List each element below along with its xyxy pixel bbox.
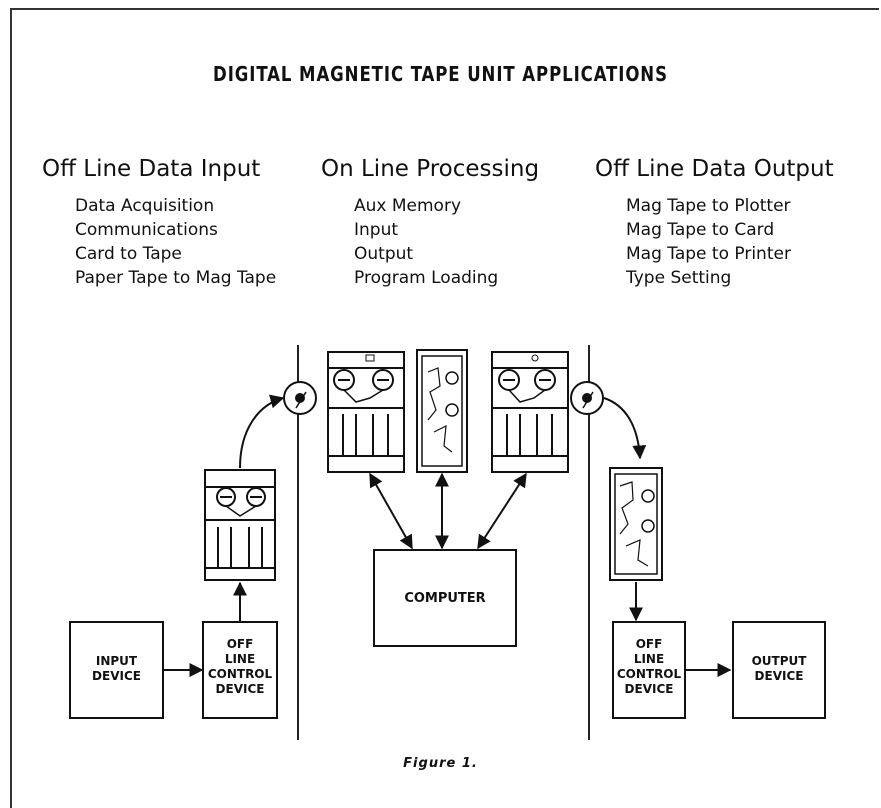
- list-item: Paper Tape to Mag Tape: [75, 268, 277, 288]
- tape-unit-center-left: [327, 351, 405, 473]
- input-control-label: OFF LINE CONTROL DEVICE: [207, 637, 273, 696]
- list-item: Communications: [75, 220, 218, 240]
- list-item: Type Setting: [626, 268, 732, 288]
- arrow-tape-computer-left: [369, 472, 413, 550]
- computer-label: COMPUTER: [404, 591, 486, 606]
- input-device-label: INPUT DEVICE: [92, 654, 141, 683]
- output-control-box: [612, 621, 686, 719]
- tape-unit-left: [204, 469, 276, 581]
- list-item: Mag Tape to Plotter: [626, 196, 791, 216]
- reel-icon-left: [283, 381, 317, 415]
- diagram-title: DIGITAL MAGNETIC TAPE UNIT APPLICATIONS: [213, 62, 668, 86]
- list-item: Input: [354, 220, 399, 240]
- computer-cabinet: [416, 349, 468, 473]
- output-device-box: [732, 621, 826, 719]
- computer-box: [373, 549, 517, 647]
- list-offline-input: Data Acquisition Communications Card to …: [75, 194, 276, 290]
- list-item: Program Loading: [354, 268, 499, 288]
- figure-caption: Figure 1.: [403, 756, 478, 771]
- list-item: Mag Tape to Printer: [626, 244, 791, 264]
- input-control-box: [202, 621, 278, 719]
- tape-unit-center-right: [491, 351, 569, 473]
- heading-offline-input: Off Line Data Input: [42, 156, 261, 182]
- heading-offline-output: Off Line Data Output: [595, 156, 834, 182]
- arrow-reel-to-tape-right: [603, 397, 647, 460]
- output-control-label: OFF LINE CONTROL DEVICE: [616, 637, 682, 696]
- list-item: Aux Memory: [354, 196, 462, 216]
- page-frame: [10, 8, 879, 808]
- list-item: Output: [354, 244, 414, 264]
- arrow-tape-computer-right: [477, 472, 527, 550]
- output-device-label: OUTPUT DEVICE: [751, 654, 807, 683]
- list-offline-output: Mag Tape to Plotter Mag Tape to Card Mag…: [626, 194, 791, 290]
- reel-icon-right: [570, 381, 604, 415]
- tape-cabinet-right: [609, 467, 663, 581]
- input-device-box: [69, 621, 164, 719]
- arrow-tape-to-reel-left: [239, 394, 285, 469]
- list-item: Data Acquisition: [75, 196, 215, 216]
- list-online-processing: Aux Memory Input Output Program Loading: [354, 194, 498, 290]
- list-item: Mag Tape to Card: [626, 220, 775, 240]
- list-item: Card to Tape: [75, 244, 182, 264]
- heading-online-processing: On Line Processing: [321, 156, 540, 182]
